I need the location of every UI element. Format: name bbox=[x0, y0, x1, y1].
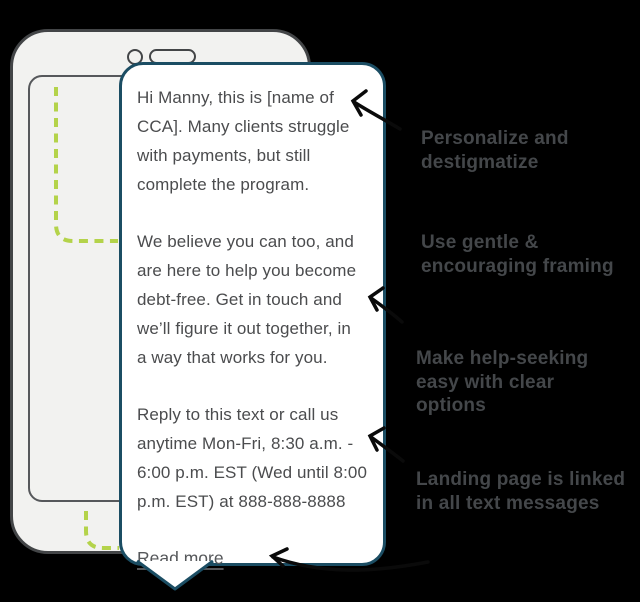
message-paragraph-1: Hi Manny, this is [name of CCA]. Many cl… bbox=[137, 88, 350, 194]
message-paragraph-3: Reply to this text or call us anytime Mo… bbox=[137, 405, 368, 511]
annotation-label-help-seeking: Make help-seeking easy with clear option… bbox=[416, 348, 589, 416]
annotation-label-gentle-framing: Use gentle & encouraging framing bbox=[421, 232, 614, 277]
annotation-label-personalize: Personalize and destigmatize bbox=[421, 128, 569, 173]
message-paragraph-2: We believe you can too, and are here to … bbox=[137, 232, 357, 367]
read-more-link[interactable]: Read more bbox=[137, 548, 224, 568]
annotation-label-landing-page: Landing page is linked in all text messa… bbox=[416, 469, 626, 514]
sms-message-bubble: Hi Manny, this is [name of CCA]. Many cl… bbox=[119, 62, 386, 568]
